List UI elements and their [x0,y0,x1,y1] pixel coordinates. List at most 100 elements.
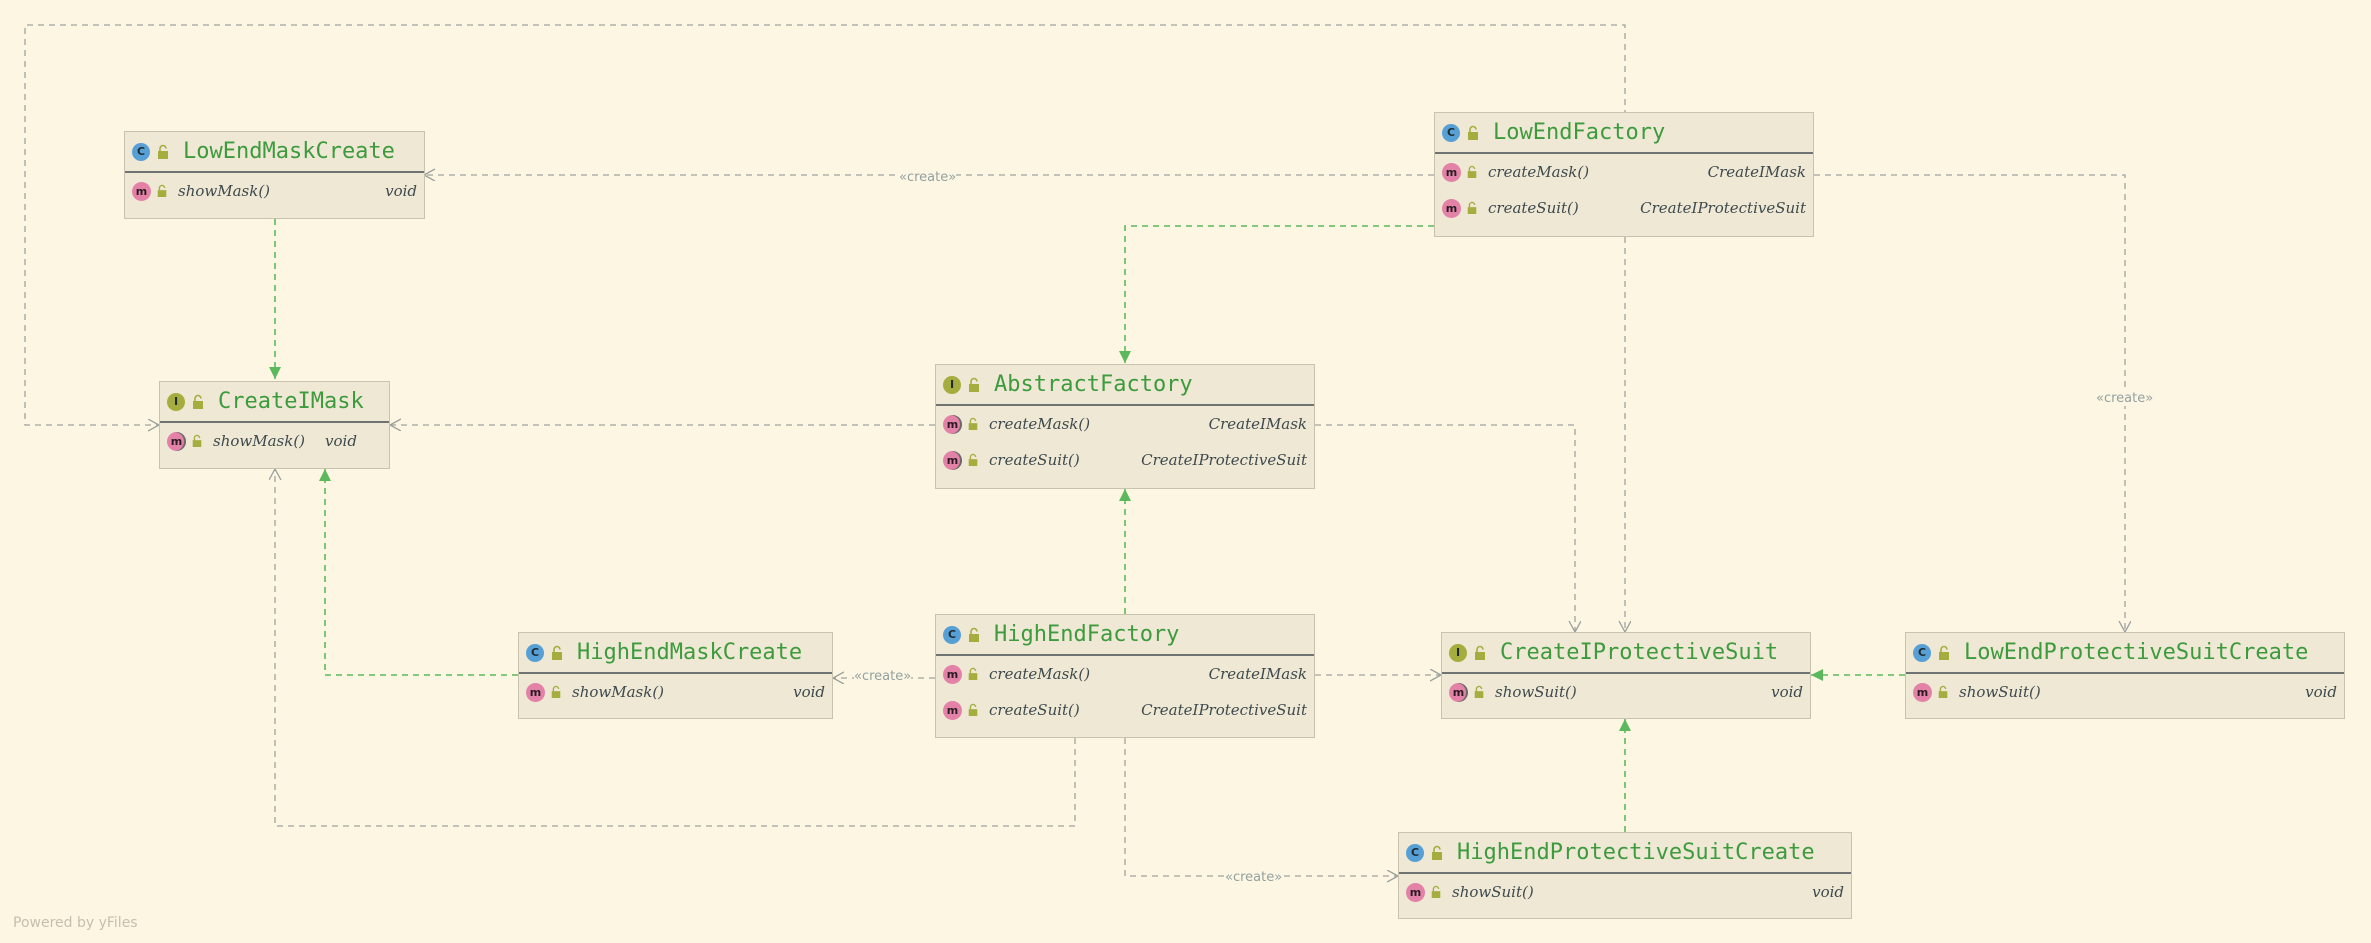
unlocked-icon [157,184,167,197]
method-return-type: CreateIProtectiveSuit [1640,199,1806,217]
unlocked-icon [1432,845,1442,860]
class-header: C HighEndFactory [936,615,1314,656]
method-icon: m [1442,162,1461,182]
method-return-type: CreateIProtectiveSuit [1141,701,1307,719]
class-node-low-end-factory[interactable]: C LowEndFactory m createMask() CreateIMa… [1434,112,1814,237]
class-header: C LowEndFactory [1435,113,1813,154]
method-name: showMask() [213,432,306,450]
method-row[interactable]: m createMask() CreateIMask [1435,154,1813,190]
class-header: C LowEndMaskCreate [125,132,424,173]
method-row[interactable]: m createSuit() CreateIProtectiveSuit [936,442,1314,478]
method-row[interactable]: m createMask() CreateIMask [936,656,1314,692]
method-icon: m [132,181,151,201]
abstract-method-icon: m [943,414,962,434]
method-name: showSuit() [1452,883,1534,901]
method-name: createMask() [989,665,1091,683]
unlocked-icon [1938,685,1948,698]
class-header: C HighEndMaskCreate [519,633,832,674]
method-name: createSuit() [989,701,1080,719]
method-name: showMask() [178,182,271,200]
interface-title: CreateIProtectiveSuit [1500,640,1779,665]
unlocked-icon [968,453,978,466]
unlocked-icon [552,645,562,660]
method-icon: m [1406,882,1425,902]
abstract-method-icon: m [167,431,186,451]
method-icon: m [1913,682,1932,702]
edge-lowfactory-implements-abstract [1119,225,1434,363]
class-title: LowEndProtectiveSuitCreate [1964,640,2309,665]
method-row[interactable]: m showSuit() void [1442,674,1810,710]
class-icon: C [943,625,961,644]
method-row[interactable]: m showMask() void [160,423,389,459]
method-row[interactable]: m createSuit() CreateIProtectiveSuit [936,692,1314,728]
unlocked-icon [968,703,978,716]
edge-label-create-lowsuit: «create» [2096,391,2154,406]
interface-title: AbstractFactory [994,372,1193,397]
interface-icon: I [167,392,185,411]
method-name: createMask() [989,415,1091,433]
class-title: LowEndMaskCreate [183,139,395,164]
method-row[interactable]: m showSuit() void [1906,674,2344,710]
method-icon: m [526,682,545,702]
method-name: createMask() [1488,163,1590,181]
interface-node-abstract-factory[interactable]: I AbstractFactory m createMask() CreateI… [935,364,1315,489]
method-return-type: void [325,432,357,450]
unlocked-icon [969,377,979,392]
method-return-type: void [793,683,825,701]
method-name: createSuit() [1488,199,1579,217]
unlocked-icon [1467,201,1477,214]
unlocked-icon [968,667,978,680]
method-row[interactable]: m createSuit() CreateIProtectiveSuit [1435,190,1813,226]
edge-highmask-implements-imask [319,469,518,676]
interface-icon: I [943,375,961,394]
interface-header: I CreateIMask [160,382,389,423]
method-icon: m [943,700,962,720]
unlocked-icon [193,394,203,409]
class-icon: C [132,142,150,161]
interface-header: I CreateIProtectiveSuit [1442,633,1810,674]
interface-header: I AbstractFactory [936,365,1314,406]
method-row[interactable]: m createMask() CreateIMask [936,406,1314,442]
class-node-low-end-protective-suit-create[interactable]: C LowEndProtectiveSuitCreate m showSuit(… [1905,632,2345,719]
class-icon: C [526,643,544,662]
edge-abstract-to-isuit [1315,424,1575,632]
class-node-high-end-mask-create[interactable]: C HighEndMaskCreate m showMask() void [518,632,833,719]
class-node-high-end-protective-suit-create[interactable]: C HighEndProtectiveSuitCreate m showSuit… [1398,832,1852,919]
class-node-high-end-factory[interactable]: C HighEndFactory m createMask() CreateIM… [935,614,1315,738]
method-return-type: CreateIMask [1208,665,1307,683]
class-header: C LowEndProtectiveSuitCreate [1906,633,2344,674]
class-header: C HighEndProtectiveSuitCreate [1399,833,1851,874]
abstract-method-icon: m [1449,682,1468,702]
method-name: showSuit() [1495,683,1577,701]
class-node-low-end-mask-create[interactable]: C LowEndMaskCreate m showMask() void [124,131,425,219]
method-name: createSuit() [989,451,1080,469]
method-row[interactable]: m showMask() void [519,674,832,710]
powered-by-footer: Powered by yFiles [13,915,138,931]
edge-highfactory-to-imask [275,469,1076,827]
unlocked-icon [968,417,978,430]
method-row[interactable]: m showMask() void [125,173,424,209]
interface-node-create-iprotective-suit[interactable]: I CreateIProtectiveSuit m showSuit() voi… [1441,632,1811,719]
unlocked-icon [1475,645,1485,660]
method-return-type: void [385,182,417,200]
edge-label-create-lowmask: «create» [899,170,957,185]
edge-label-create-highsuit: «create» [1225,870,1283,885]
method-return-type: CreateIMask [1208,415,1307,433]
class-icon: C [1406,843,1424,862]
unlocked-icon [1939,645,1949,660]
class-title: HighEndFactory [994,622,1180,647]
unlocked-icon [1431,885,1441,898]
interface-node-create-imask[interactable]: I CreateIMask m showMask() void [159,381,390,469]
method-return-type: void [2305,683,2337,701]
unlocked-icon [969,627,979,642]
class-icon: C [1913,643,1931,662]
method-return-type: CreateIProtectiveSuit [1141,451,1307,469]
abstract-method-icon: m [943,450,962,470]
method-row[interactable]: m showSuit() void [1399,874,1851,910]
unlocked-icon [1467,165,1477,178]
class-title: HighEndMaskCreate [577,640,803,665]
interface-title: CreateIMask [218,389,364,414]
edge-highfactory-creates-highsuit [1124,738,1398,876]
interface-icon: I [1449,643,1467,662]
